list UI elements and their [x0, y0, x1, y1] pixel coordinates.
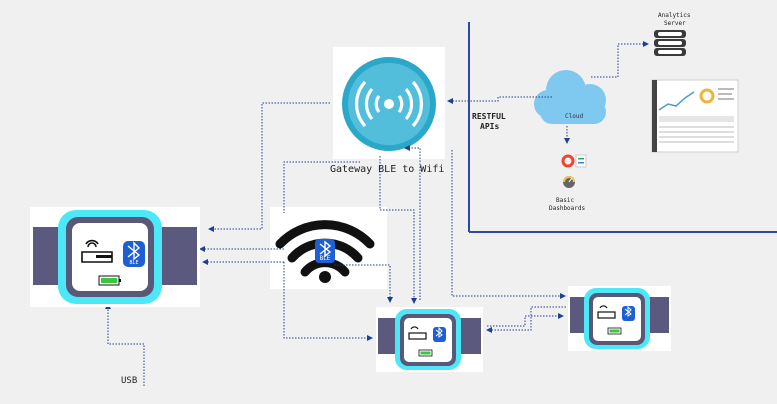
dashboard-screenshot	[651, 79, 739, 153]
basic-dashboards-label-line1: Basic	[556, 197, 575, 204]
bluetooth-icon	[433, 326, 446, 342]
gauge-icon	[563, 176, 575, 188]
wifi-ble-label: BLE	[320, 255, 331, 262]
analytics-label-line1: Analytics	[658, 12, 691, 19]
battery-icon	[607, 327, 622, 335]
hand-touch-icon	[408, 326, 427, 340]
database-server-icon	[654, 30, 686, 56]
basic-dashboards-label-line2: Dashboards	[549, 205, 586, 212]
wireless-broadcast-icon	[342, 57, 436, 151]
battery-icon	[418, 349, 433, 357]
svg-text:BLE: BLE	[129, 260, 138, 266]
connectors	[105, 41, 649, 386]
usb-label: USB	[121, 376, 138, 386]
analytics-label-line2: Server	[664, 20, 686, 27]
battery-icon	[98, 275, 121, 286]
hand-touch-icon	[81, 239, 113, 263]
basic-dashboard-icon	[561, 154, 587, 168]
bluetooth-icon	[315, 239, 335, 263]
cloud-section-divider	[468, 22, 777, 233]
cloud-icon	[534, 70, 606, 124]
cloud-label: Cloud	[565, 113, 584, 120]
bluetooth-icon	[622, 305, 635, 321]
hand-touch-icon	[597, 305, 616, 319]
restful-label-line1: RESTFUL	[472, 112, 506, 121]
bluetooth-icon: BLE	[123, 241, 145, 267]
restful-label-line2: APIs	[480, 122, 500, 131]
gateway-label: Gateway BLE to Wifi	[330, 164, 445, 175]
